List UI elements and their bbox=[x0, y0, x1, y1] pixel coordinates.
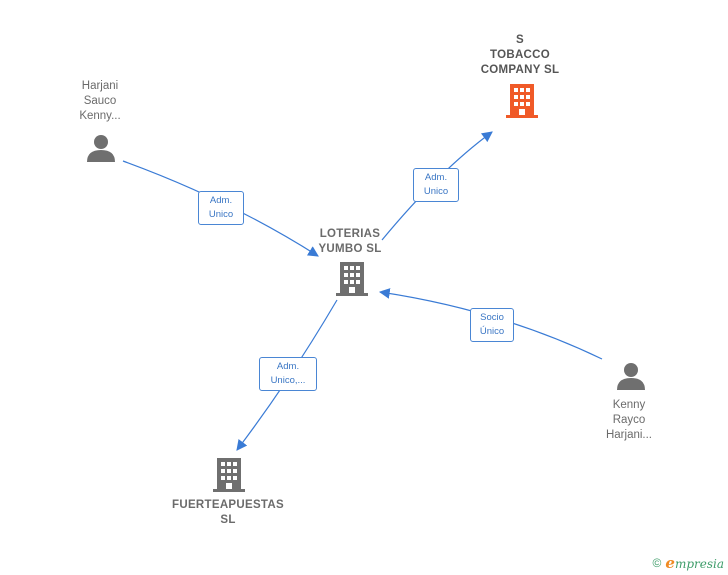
label-line: TOBACCO bbox=[489, 49, 551, 61]
person-icon[interactable] bbox=[616, 362, 646, 390]
edge-label-adm-unico-more[interactable]: Adm. Unico,... bbox=[259, 357, 317, 391]
building-icon[interactable] bbox=[506, 84, 538, 118]
edge-label-adm-unico[interactable]: Adm. Unico bbox=[413, 168, 459, 202]
edge-label-adm-unico[interactable]: Adm. Unico bbox=[198, 191, 244, 225]
label-line: SL bbox=[220, 514, 236, 526]
label-line: Rayco bbox=[612, 414, 646, 426]
company-label-loterias: LOTERIAS YUMBO SL bbox=[300, 227, 400, 257]
edge-label-line: Unico bbox=[423, 186, 449, 197]
edge-label-line: Adm. bbox=[424, 172, 448, 183]
copyright-symbol: © bbox=[652, 556, 662, 570]
edge-label-line: Unico bbox=[208, 209, 234, 220]
person-label-kenny-rayco: Kenny Rayco Harjani... bbox=[594, 398, 664, 443]
label-line: Kenny... bbox=[79, 110, 121, 122]
edge-label-line: Adm. bbox=[209, 195, 233, 206]
brand-name: empresia bbox=[665, 554, 724, 572]
edge-label-line: Unico,... bbox=[270, 375, 306, 386]
person-icon[interactable] bbox=[86, 134, 116, 162]
label-line: Kenny bbox=[612, 399, 646, 411]
label-line: YUMBO SL bbox=[318, 243, 382, 255]
label-line: Harjani bbox=[81, 80, 119, 92]
company-label-s-tobacco: S TOBACCO COMPANY SL bbox=[470, 33, 570, 78]
label-line: Harjani... bbox=[605, 429, 653, 441]
label-line: FUERTEAPUESTAS bbox=[172, 499, 284, 511]
label-line: Sauco bbox=[83, 95, 117, 107]
edge-label-line: Único bbox=[479, 326, 505, 337]
building-icon[interactable] bbox=[336, 262, 368, 296]
label-line: S bbox=[516, 34, 524, 46]
brand-rest: mpresia bbox=[674, 557, 724, 571]
person-label-harjani-sauco: Harjani Sauco Kenny... bbox=[70, 79, 130, 124]
label-line: COMPANY SL bbox=[480, 64, 560, 76]
empresia-logo[interactable]: © empresia bbox=[653, 554, 724, 572]
label-line: LOTERIAS bbox=[319, 228, 381, 240]
brand-e: e bbox=[665, 554, 675, 572]
building-icon[interactable] bbox=[213, 458, 245, 492]
edge-label-socio-unico[interactable]: Socio Único bbox=[470, 308, 514, 342]
edge-label-line: Adm. bbox=[276, 361, 300, 372]
edge-label-line: Socio bbox=[480, 312, 504, 323]
company-label-fuerteapuestas: FUERTEAPUESTAS SL bbox=[166, 498, 290, 528]
